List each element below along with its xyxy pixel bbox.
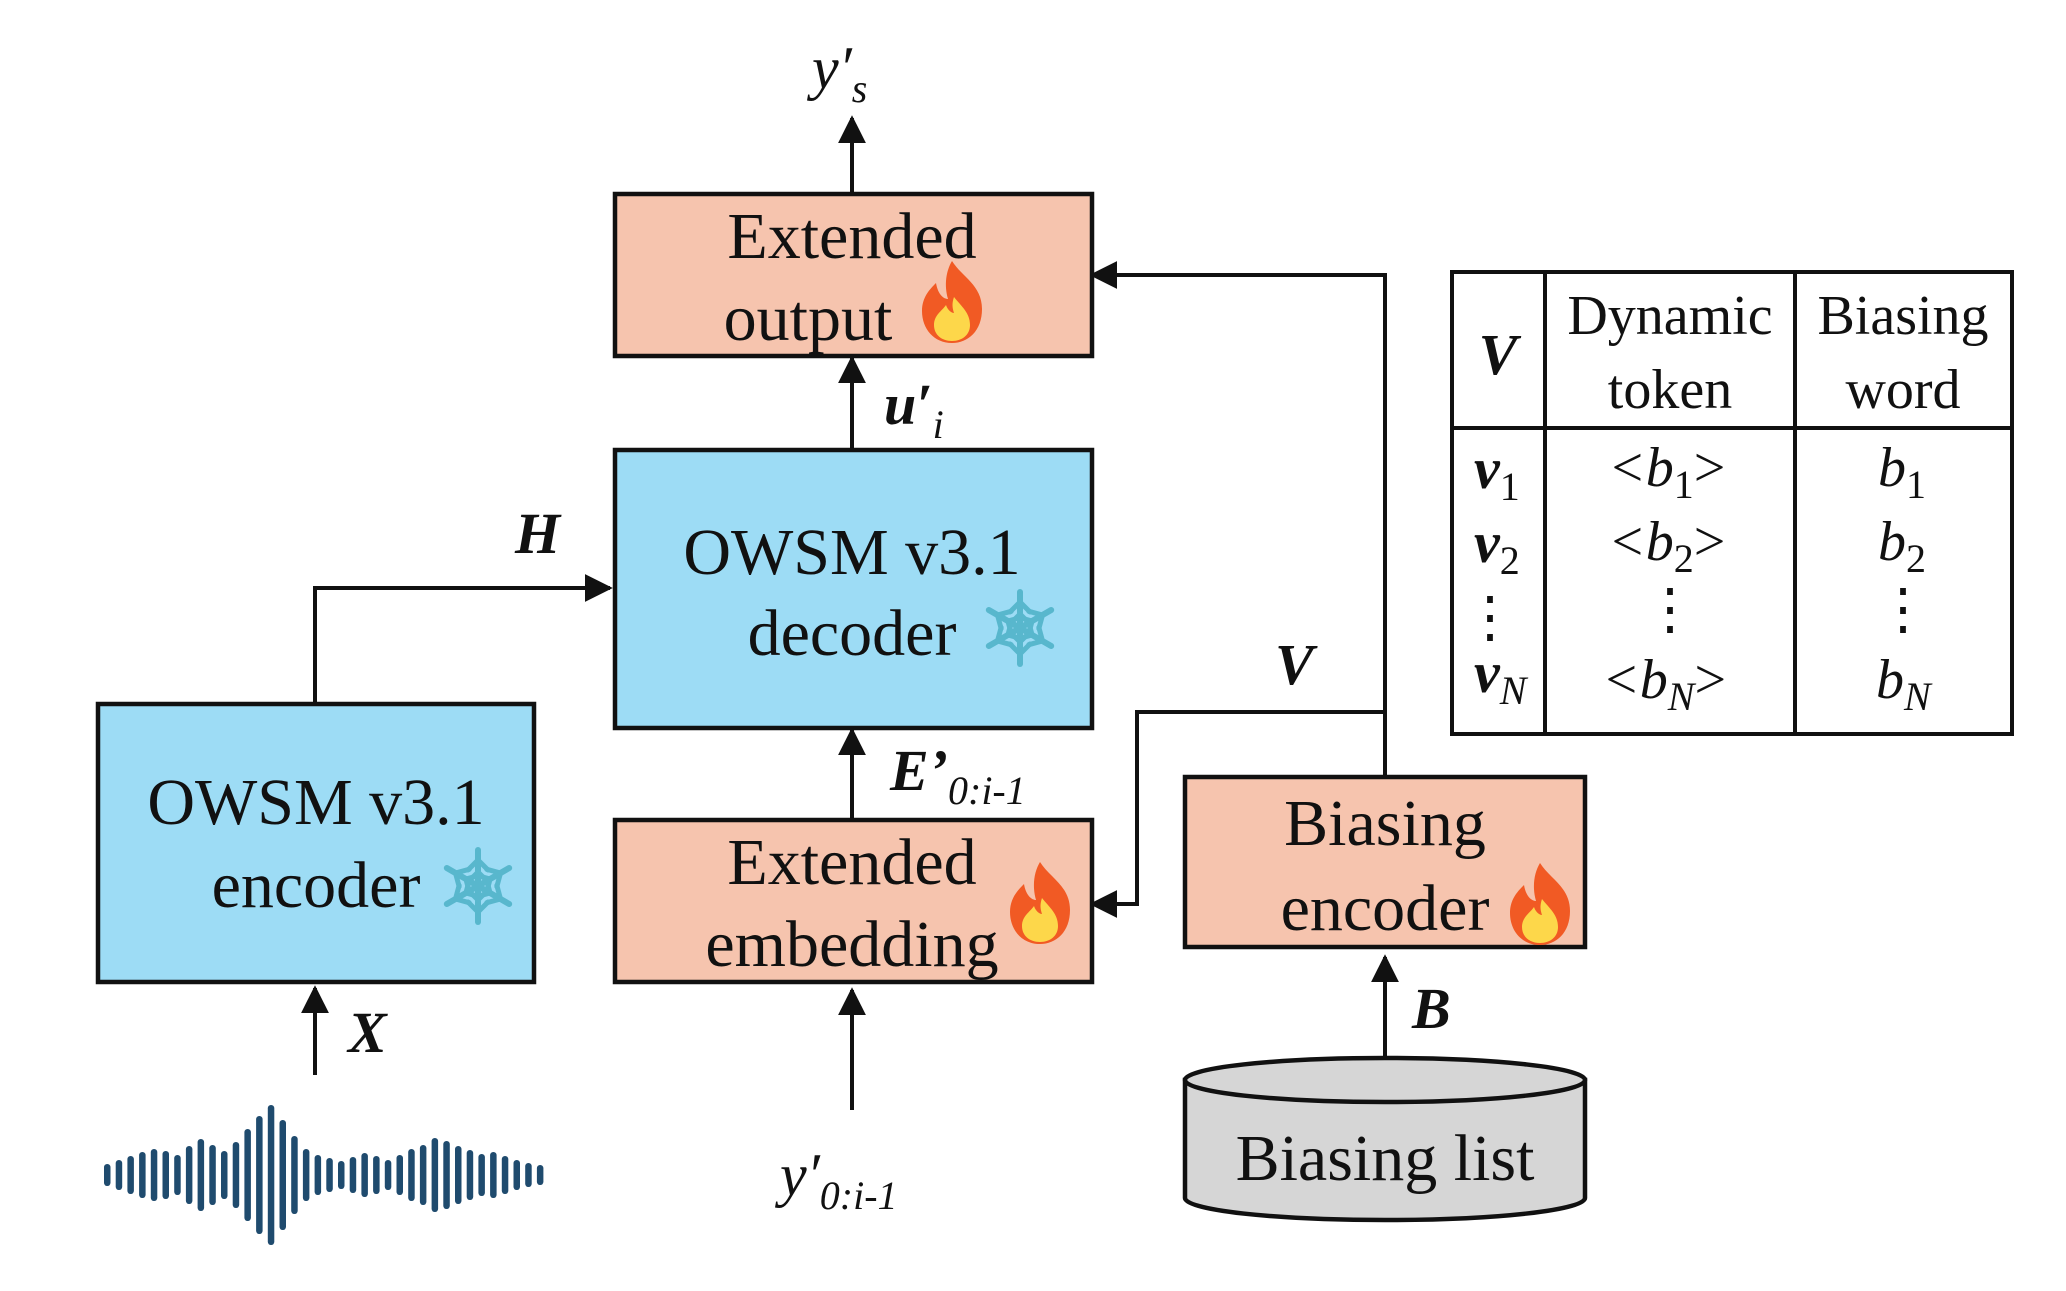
encoder-block: OWSM v3.1 encoder	[95, 701, 537, 985]
table-header-token-2: token	[1608, 359, 1732, 421]
waveform-bar	[478, 1154, 485, 1196]
waveform-bar	[326, 1158, 333, 1192]
waveform-bar	[419, 1145, 427, 1205]
waveform-bar	[455, 1146, 462, 1204]
extended-embedding-label-1: Extended	[727, 826, 976, 899]
table-header-token-1: Dynamic	[1567, 285, 1772, 347]
table-cell-v: v1	[1474, 436, 1520, 509]
waveform-bar	[536, 1165, 544, 1185]
arrow-v-to-embedding	[1089, 710, 1385, 918]
extended-embedding-block: Extended embedding	[612, 817, 1095, 985]
waveform-bar	[513, 1160, 520, 1190]
waveform-bar	[349, 1157, 357, 1193]
table-row: vN <bN> bN	[1474, 640, 1933, 719]
database-top	[1182, 1055, 1588, 1105]
waveform-bar	[373, 1156, 380, 1194]
waveform-icon	[104, 1105, 544, 1245]
table-ellipsis-v: ⋮	[1462, 587, 1518, 649]
table-header-word-2: word	[1845, 359, 1960, 421]
waveform-bar	[291, 1136, 298, 1214]
waveform-bar	[490, 1152, 497, 1198]
waveform-bar	[221, 1151, 228, 1199]
table-cell-token: <b1>	[1608, 437, 1725, 507]
waveform-bar	[267, 1105, 275, 1245]
waveform-bar	[197, 1139, 205, 1211]
waveform-bar	[338, 1161, 345, 1189]
waveform-bar	[501, 1156, 509, 1194]
database-body	[1182, 1077, 1588, 1223]
arrow-biasing-to-output	[1089, 261, 1387, 775]
table-frame	[1450, 270, 2014, 736]
table-cell-token: <b2>	[1608, 511, 1725, 581]
b-signal-label: B	[1411, 976, 1451, 1041]
waveform-bar	[162, 1151, 169, 1199]
encoder-box	[95, 701, 537, 985]
biasing-encoder-block: Biasing encoder	[1182, 774, 1588, 950]
table-cell-v: v2	[1474, 510, 1520, 583]
snowflake-icon	[443, 847, 513, 925]
snowflake-icon	[985, 589, 1055, 667]
waveform-bar	[139, 1152, 146, 1198]
output-token-label: y′s	[806, 35, 867, 111]
waveform-bar	[115, 1160, 123, 1190]
table-header-word-1: Biasing	[1817, 285, 1988, 347]
table-cell-v: vN	[1474, 640, 1529, 713]
extended-output-label-2: output	[724, 282, 893, 355]
decoder-label-2: decoder	[748, 597, 957, 670]
waveform-bar	[431, 1138, 439, 1212]
decoder-label-1: OWSM v3.1	[683, 516, 1020, 589]
decoder-box	[612, 447, 1095, 731]
table-cell-word: b1	[1878, 437, 1926, 507]
extended-output-box	[612, 191, 1095, 359]
x-signal-label: X	[346, 1000, 388, 1065]
biasing-encoder-label-1: Biasing	[1284, 787, 1486, 860]
table-header-v: V	[1479, 322, 1522, 387]
y-input-label: y′0:i-1	[774, 1142, 898, 1218]
u-signal-label: u′i	[884, 372, 944, 447]
table-ellipsis-word: ⋮	[1875, 579, 1931, 641]
extended-output-block: Extended output	[612, 191, 1095, 359]
waveform-bar	[302, 1149, 310, 1201]
waveform-bar	[104, 1164, 111, 1186]
waveform-bar	[408, 1149, 415, 1201]
table-ellipsis-token: ⋮	[1642, 579, 1698, 641]
connectors	[301, 115, 1399, 1110]
table-cell-word: b2	[1878, 511, 1926, 581]
table-cell-word: bN	[1876, 649, 1933, 719]
waveform-bar	[174, 1155, 181, 1195]
waveform-bar	[525, 1163, 532, 1187]
waveform-bar	[150, 1149, 158, 1201]
waveform-bar	[466, 1150, 474, 1200]
v-signal-label: V	[1275, 632, 1318, 697]
arrow-encoder-to-decoder	[313, 574, 613, 702]
waveform-bar	[209, 1145, 216, 1205]
dynamic-token-table: V Dynamic token Biasing word v1 <b1> b1 …	[1450, 270, 2014, 736]
waveform-bar	[244, 1129, 251, 1221]
waveform-bar	[384, 1160, 392, 1190]
waveform-bar	[361, 1153, 368, 1197]
waveform-bar	[396, 1155, 403, 1195]
extended-embedding-label-2: embedding	[705, 908, 998, 981]
waveform-bar	[443, 1141, 450, 1209]
waveform-bar	[256, 1116, 263, 1234]
e-signal-label: E’0:i-1	[889, 738, 1026, 813]
waveform-bar	[185, 1146, 193, 1204]
encoder-label-2: encoder	[212, 849, 421, 922]
table-row: v1 <b1> b1	[1474, 436, 1926, 509]
waveform-bar	[279, 1120, 286, 1230]
biasing-encoder-label-2: encoder	[1281, 872, 1490, 945]
h-signal-label: H	[514, 501, 562, 566]
waveform-bar	[314, 1155, 322, 1195]
decoder-block: OWSM v3.1 decoder	[612, 447, 1095, 731]
table-row: v2 <b2> b2	[1474, 510, 1926, 583]
biasing-list-label: Biasing list	[1236, 1122, 1535, 1195]
waveform-bar	[232, 1142, 240, 1208]
encoder-label-1: OWSM v3.1	[147, 766, 484, 839]
waveform-bar	[127, 1156, 134, 1194]
table-cell-token: <bN>	[1602, 649, 1726, 719]
biasing-list-database: Biasing list	[1182, 1055, 1588, 1223]
extended-output-label-1: Extended	[727, 200, 976, 273]
